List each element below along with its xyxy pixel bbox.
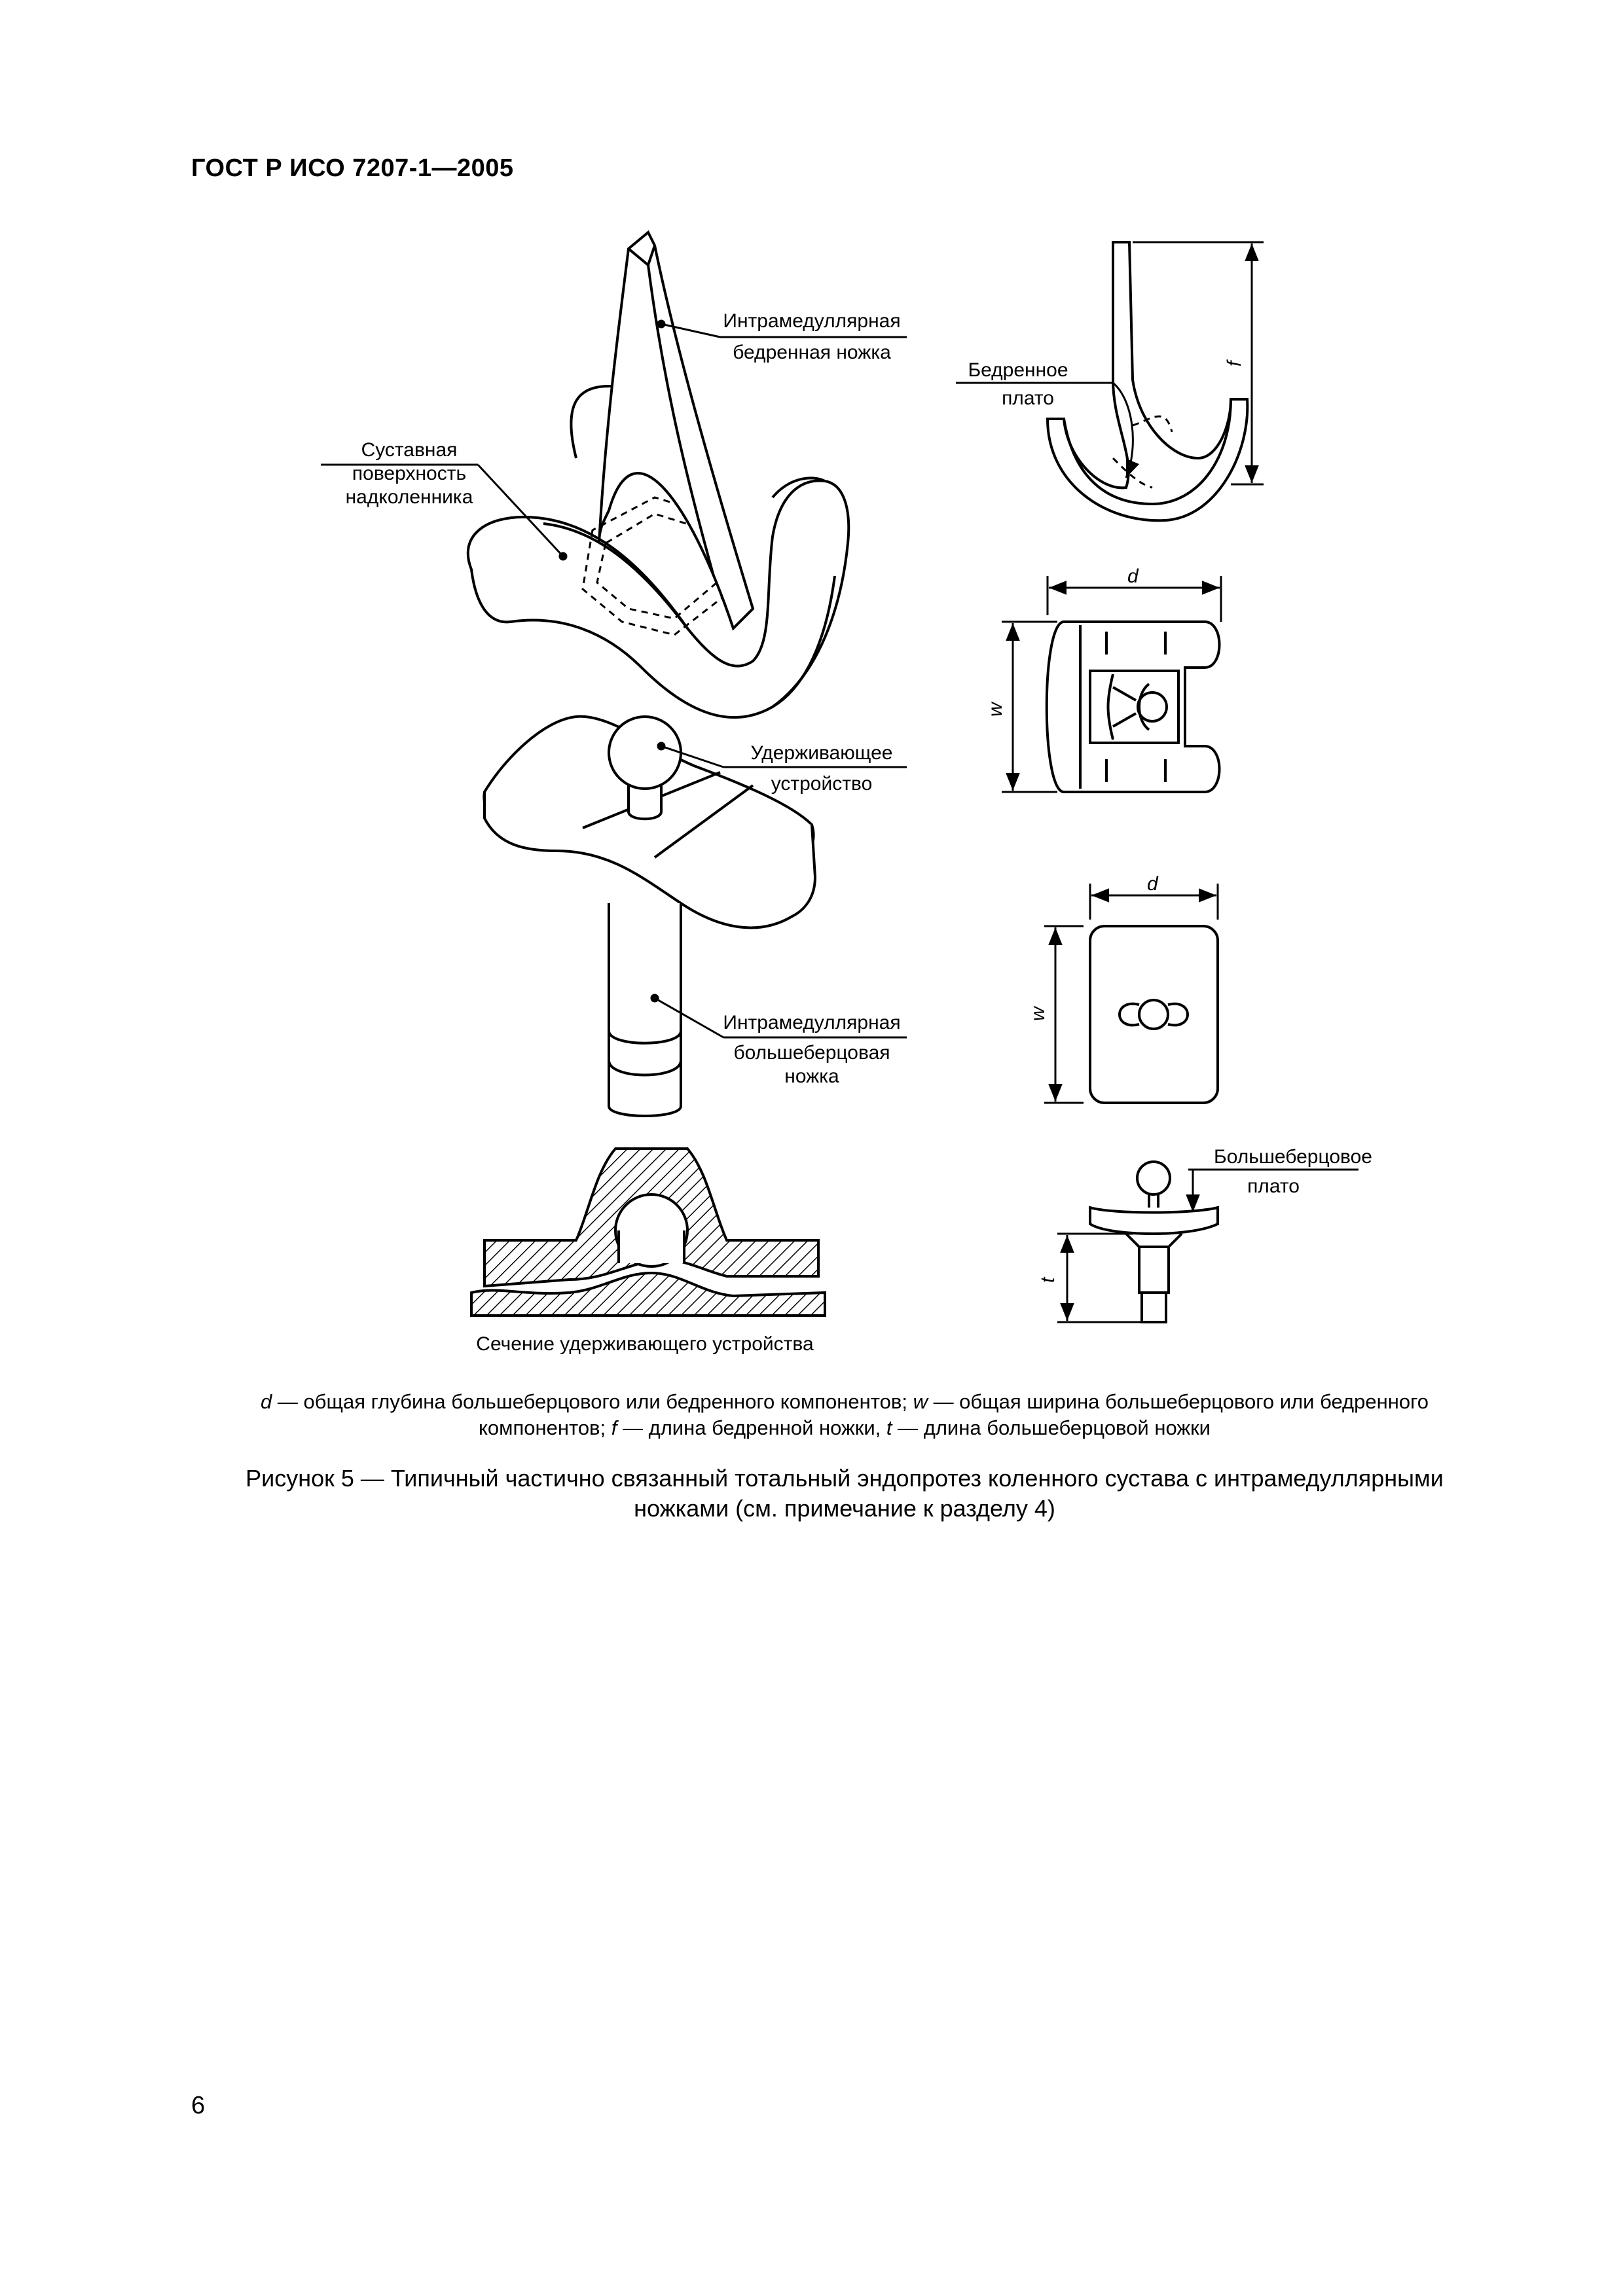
- dim-w-label-tibial: w: [1027, 1005, 1049, 1021]
- dimension-t: [1057, 1232, 1142, 1323]
- figure-legend: d — общая глубина большеберцового или бе…: [196, 1389, 1493, 1441]
- dimension-f: [1133, 241, 1264, 486]
- label-tibial-stem-line3: ножка: [784, 1066, 839, 1087]
- label-patellar-line2: поверхность: [352, 463, 466, 484]
- leader-lines: [321, 319, 1359, 1212]
- dim-w-label-femoral: w: [985, 701, 1006, 717]
- dim-d-label-femoral: d: [1127, 565, 1139, 587]
- label-femoral-stem-line2: бедренная ножка: [733, 342, 891, 363]
- retaining-device-section: [470, 1147, 826, 1317]
- legend-w-text: — общая ширина большеберцового или бедре…: [479, 1390, 1429, 1439]
- dimension-w-tibial: [1044, 925, 1084, 1104]
- legend-d-symbol: d: [261, 1390, 272, 1413]
- figure-5-knee-prosthesis: f d w d w: [321, 230, 1372, 1355]
- femoral-side-view: [1046, 241, 1249, 522]
- label-femoral-plateau-line1: Бедренное: [968, 359, 1068, 381]
- dim-d-label-tibial: d: [1147, 873, 1159, 895]
- dimension-w-femoral: [1002, 620, 1057, 793]
- figure-caption-line1: Рисунок 5 — Типичный частично связанный …: [246, 1465, 1444, 1492]
- dim-f-label: f: [1224, 359, 1245, 367]
- dimension-d-tibial: [1089, 884, 1219, 920]
- label-femoral-stem-line1: Интрамедуллярная: [723, 310, 900, 332]
- label-retaining-line1: Удерживающее: [751, 742, 893, 764]
- label-patellar-line3: надколенника: [346, 486, 473, 508]
- figure-caption-line2: ножками (см. примечание к разделу 4): [634, 1495, 1055, 1522]
- femoral-top-view: [1045, 620, 1221, 793]
- dimension-d-femoral: [1046, 576, 1222, 622]
- document-header: ГОСТ Р ИСО 7207-1—2005: [191, 154, 514, 182]
- femoral-component-drawing: [466, 230, 850, 719]
- page-number: 6: [191, 2092, 206, 2119]
- label-section-caption: Сечение удерживающего устройства: [476, 1333, 814, 1355]
- label-patellar-line1: Суставная: [361, 439, 458, 461]
- legend-f-symbol: f: [611, 1416, 617, 1439]
- label-tibial-plateau-line1: Большеберцовое: [1214, 1146, 1372, 1168]
- legend-f-text: — длина бедренной ножки,: [617, 1416, 886, 1439]
- label-tibial-plateau-line2: плато: [1247, 1175, 1300, 1197]
- label-tibial-stem-line1: Интрамедуллярная: [723, 1012, 900, 1033]
- tibial-component-drawing: [483, 715, 817, 1117]
- tibial-side-view: [1089, 1160, 1219, 1323]
- tibial-top-view: [1089, 925, 1219, 1104]
- label-retaining-line2: устройство: [771, 773, 873, 795]
- label-femoral-plateau-line2: плато: [1002, 387, 1054, 409]
- label-tibial-stem-line2: большеберцовая: [733, 1042, 890, 1064]
- dim-t-label: t: [1037, 1276, 1059, 1283]
- legend-t-text: — длина большеберцовой ножки: [892, 1416, 1211, 1439]
- legend-d-text: — общая глубина большеберцового или бедр…: [272, 1390, 913, 1413]
- legend-t-symbol: t: [886, 1416, 892, 1439]
- figure-caption: Рисунок 5 — Типичный частично связанный …: [196, 1463, 1493, 1524]
- legend-w-symbol: w: [913, 1390, 928, 1413]
